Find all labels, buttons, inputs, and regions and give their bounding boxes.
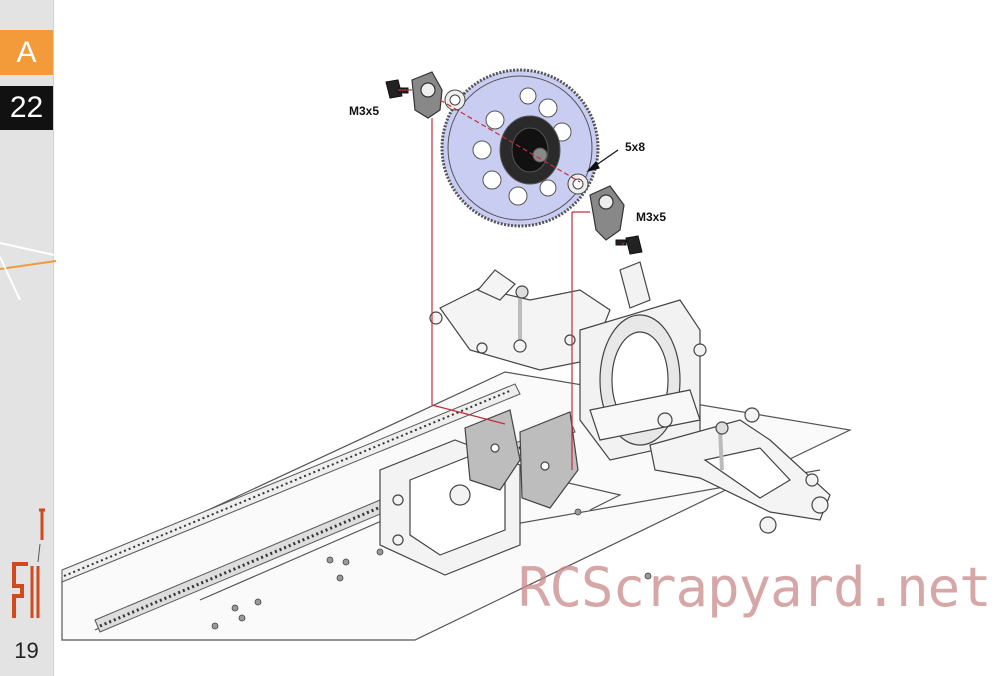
step-number-badge: 22 [0, 86, 53, 130]
screws [211, 508, 652, 630]
section-badge: A [0, 30, 53, 75]
page-number: 19 [14, 638, 39, 663]
page-sidebar: A 22 19 [0, 0, 57, 676]
front-suspension-arm [649, 407, 831, 534]
assembly-guide-lines [398, 89, 624, 470]
spur-gear [440, 68, 600, 228]
callout-arrow [586, 149, 619, 173]
front-pulley-assembly [579, 261, 707, 461]
center-mounts [464, 409, 579, 509]
decorative-swoosh [0, 242, 57, 301]
screw-callout-top: M3x5 [349, 104, 380, 118]
screw-callout-bottom: M3x5 [636, 210, 667, 224]
hubs [411, 71, 625, 241]
team-edition-logo [12, 508, 45, 618]
rear-suspension [429, 269, 611, 371]
bearings [444, 89, 589, 195]
bearing-callout: 5x8 [625, 140, 646, 154]
assembly-illustration [61, 68, 852, 641]
watermark: RCScrapyard.net [518, 556, 992, 619]
